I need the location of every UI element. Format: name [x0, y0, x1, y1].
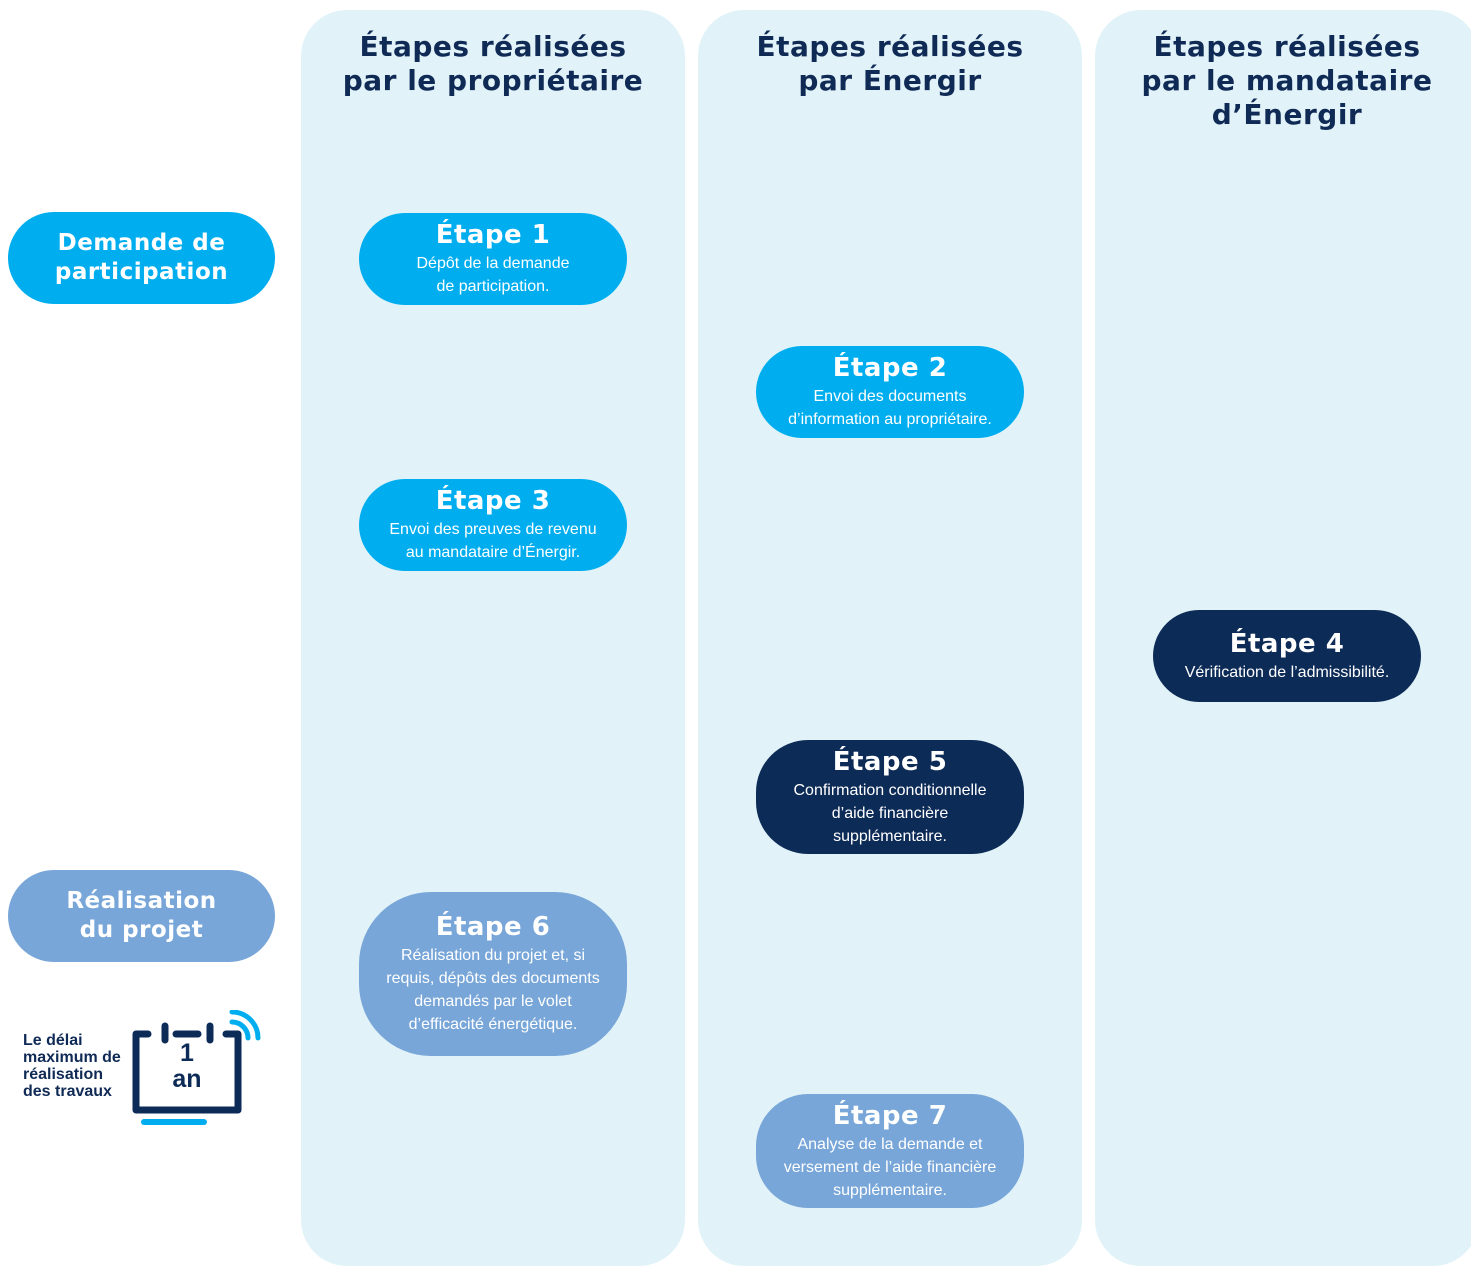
step-2-title: Étape 2 [832, 353, 948, 383]
step-6: Étape 6 Réalisation du projet et, si req… [359, 892, 627, 1056]
step-2: Étape 2 Envoi des documents d’informatio… [756, 346, 1024, 438]
step-3-text: Envoi des preuves de revenu au mandatair… [389, 521, 597, 561]
phase-completion: Réalisation du projet [8, 870, 275, 962]
step-7: Étape 7 Analyse de la demande et verseme… [756, 1094, 1024, 1208]
step-4: Étape 4 Vérification de l’admissibilité. [1153, 610, 1421, 702]
step-1: Étape 1 Dépôt de la demande de participa… [359, 213, 627, 305]
step-4-text: Vérification de l’admissibilité. [1184, 663, 1390, 681]
step-7-text: Analyse de la demande et versement de l’… [783, 1135, 997, 1199]
step-5: Étape 5 Confirmation conditionnelle d’ai… [756, 740, 1024, 854]
step-1-text: Dépôt de la demande de participation. [416, 255, 570, 295]
step-3-title: Étape 3 [435, 486, 551, 516]
step-4-title: Étape 4 [1229, 628, 1345, 659]
step-5-title: Étape 5 [832, 746, 948, 777]
phase-request: Demande de participation [8, 212, 275, 304]
calendar-text: 1 an [172, 1039, 202, 1093]
step-3: Étape 3 Envoi des preuves de revenu au m… [359, 479, 627, 571]
deadline-text: Le délai maximum de réalisation des trav… [23, 1032, 121, 1100]
lane-title-energir: Étapes réalisées par Énergir [756, 30, 1024, 97]
lane-title-owner: Étapes réalisées par le propriétaire [342, 30, 644, 97]
calendar-icon: 1 an [128, 1010, 263, 1130]
lane-energir: Étapes réalisées par Énergir [698, 10, 1082, 1266]
lane-owner: Étapes réalisées par le propriétaire [301, 10, 685, 1266]
lane-title-agent: Étapes réalisées par le mandataire d’Éne… [1141, 30, 1433, 131]
step-6-title: Étape 6 [435, 912, 551, 942]
step-2-text: Envoi des documents d’information au pro… [788, 388, 992, 428]
step-7-title: Étape 7 [832, 1100, 948, 1131]
step-6-text: Réalisation du projet et, si requis, dép… [386, 947, 600, 1033]
step-5-text: Confirmation conditionnelle d’aide finan… [793, 781, 987, 845]
step-1-title: Étape 1 [435, 220, 551, 250]
